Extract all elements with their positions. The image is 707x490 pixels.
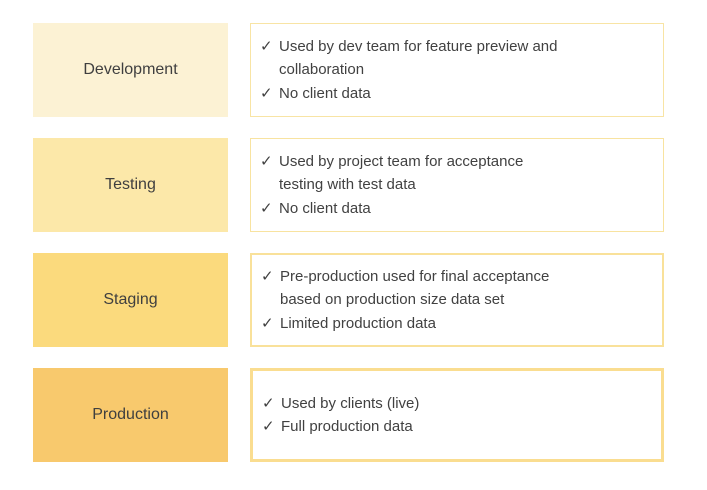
environment-row-development: Development ✓ Used by dev team for featu…	[33, 23, 707, 117]
check-icon: ✓	[261, 314, 274, 332]
check-icon: ✓	[261, 267, 274, 285]
environment-label: Testing	[105, 176, 156, 193]
check-icon: ✓	[262, 394, 275, 412]
checklist-item: ✓ No client data	[260, 82, 655, 106]
checklist-item-text: No client data	[279, 84, 371, 102]
check-icon: ✓	[260, 37, 273, 55]
environment-detail-box-production: ✓ Used by clients (live) ✓ Full producti…	[250, 368, 664, 462]
environment-label-box-staging: Staging	[33, 253, 228, 347]
environment-detail-box-staging: ✓ Pre-production used for final acceptan…	[250, 253, 664, 347]
checklist-item: ✓ Pre-production used for final acceptan…	[261, 265, 654, 312]
environment-label: Staging	[103, 291, 158, 308]
environment-detail-box-development: ✓ Used by dev team for feature preview a…	[250, 23, 664, 117]
checklist-item: ✓ No client data	[260, 197, 655, 221]
check-icon: ✓	[260, 84, 273, 102]
environment-label: Production	[92, 406, 169, 423]
environment-label-box-development: Development	[33, 23, 228, 117]
checklist-item: ✓ Used by clients (live)	[262, 392, 653, 416]
checklist-item-text: Used by clients (live)	[281, 394, 420, 412]
environment-row-staging: Staging ✓ Pre-production used for final …	[33, 253, 707, 347]
environment-label-box-production: Production	[33, 368, 228, 462]
checklist-item-text: Pre-production used for final acceptance…	[280, 267, 550, 309]
checklist-item-text: No client data	[279, 199, 371, 217]
environment-label: Development	[83, 61, 178, 78]
checklist-item: ✓ Used by project team for acceptance te…	[260, 150, 655, 197]
checklist-item: ✓ Limited production data	[261, 312, 654, 336]
environment-row-production: Production ✓ Used by clients (live) ✓ Fu…	[33, 368, 707, 462]
check-icon: ✓	[262, 418, 275, 435]
checklist-item: ✓ Full production data	[262, 415, 653, 439]
checklist-item: ✓ Used by dev team for feature preview a…	[260, 35, 655, 82]
environment-row-testing: Testing ✓ Used by project team for accep…	[33, 138, 707, 232]
environment-detail-box-testing: ✓ Used by project team for acceptance te…	[250, 138, 664, 232]
check-icon: ✓	[260, 199, 273, 217]
environment-label-box-testing: Testing	[33, 138, 228, 232]
checklist-item-text: Used by dev team for feature preview and…	[279, 37, 558, 79]
check-icon: ✓	[260, 152, 273, 170]
checklist-item-text: Used by project team for acceptance test…	[279, 152, 524, 194]
checklist-item-text: Limited production data	[280, 314, 436, 332]
checklist-item-text: Full production data	[281, 418, 413, 435]
